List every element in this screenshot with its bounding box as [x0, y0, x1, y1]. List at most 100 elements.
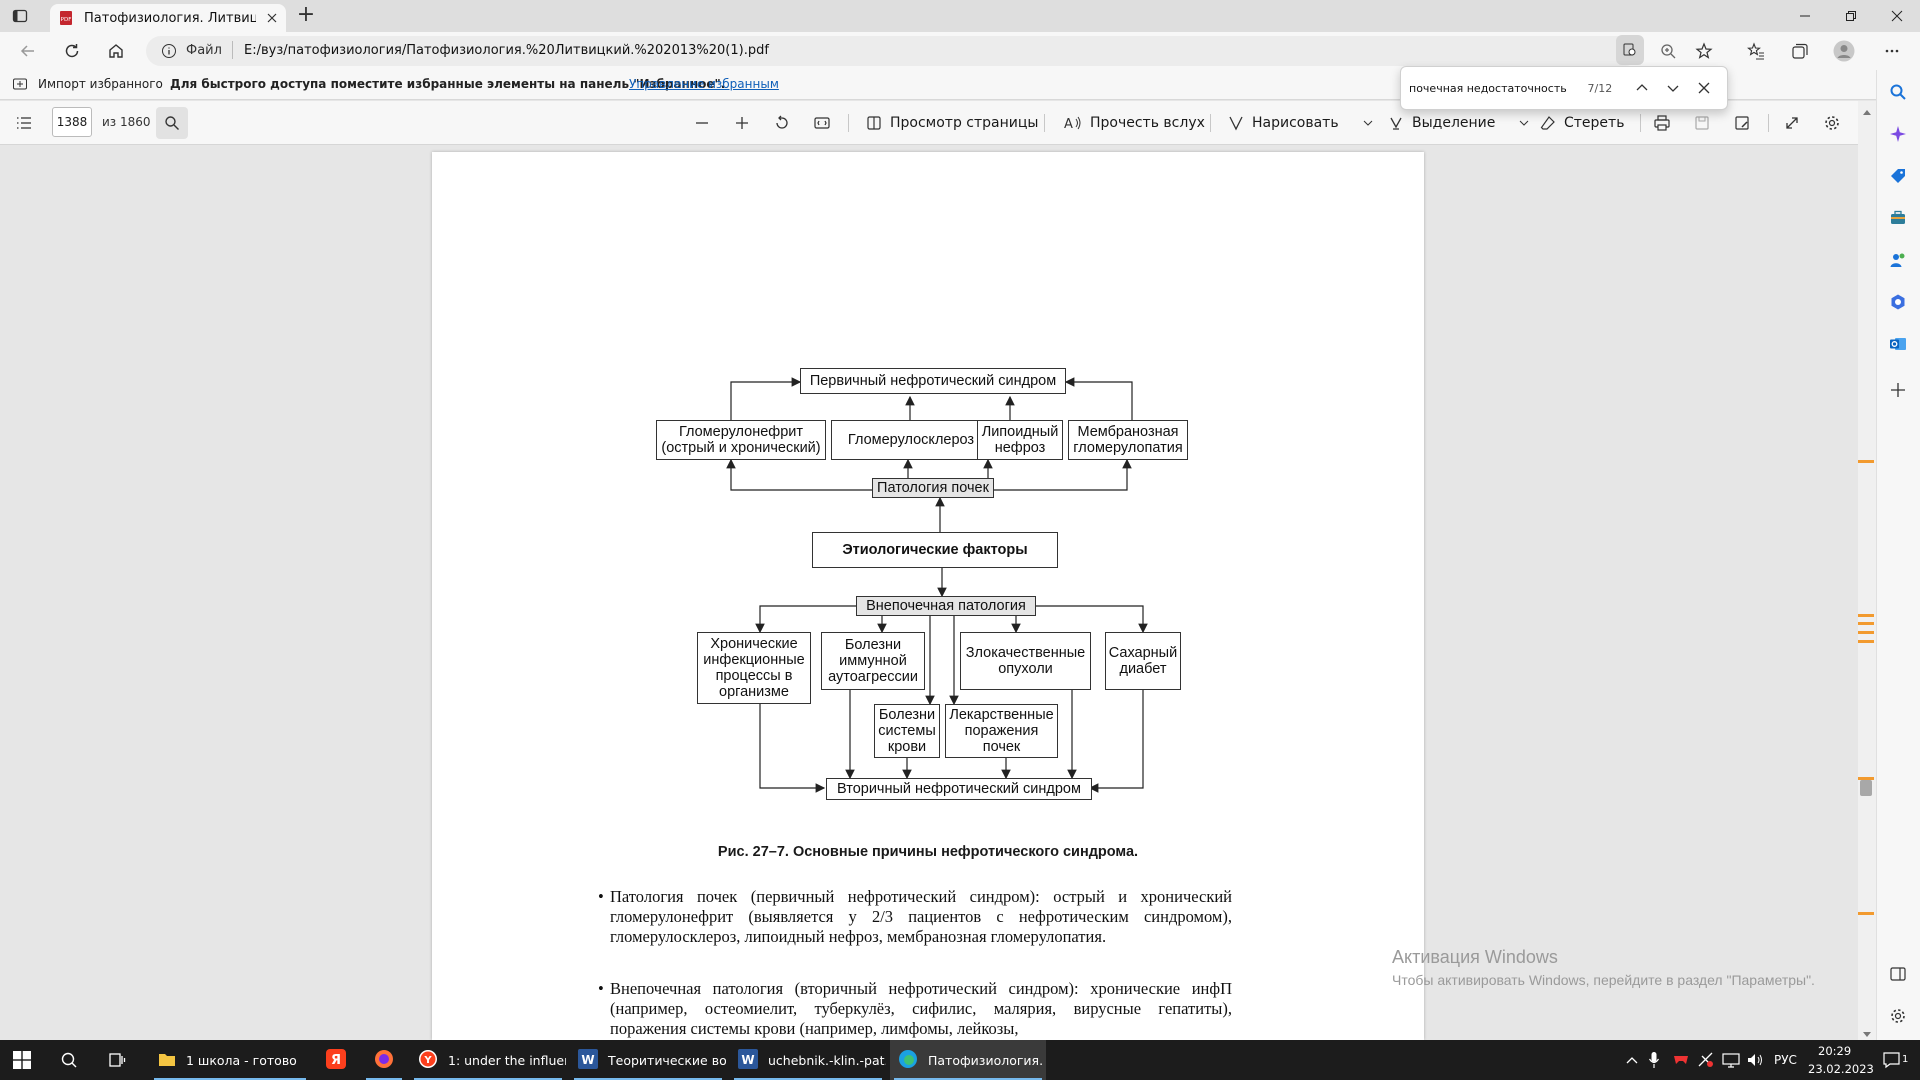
svg-text:Я: Я: [331, 1053, 341, 1068]
manage-favorites-link[interactable]: Управление избранным: [629, 77, 779, 91]
chevron-down-icon[interactable]: [1363, 118, 1373, 128]
windows-start-icon[interactable]: [12, 1050, 32, 1074]
tray-expand-icon[interactable]: [1626, 1054, 1638, 1069]
url-text[interactable]: E:/вуз/патофизиология/Патофизиология.%20…: [244, 43, 769, 58]
add-icon[interactable]: [1884, 376, 1912, 404]
save-icon[interactable]: [1686, 107, 1718, 139]
tools-briefcase-icon[interactable]: [1884, 204, 1912, 232]
language-indicator[interactable]: РУС: [1774, 1053, 1797, 1067]
office-icon[interactable]: [1884, 288, 1912, 316]
print-icon[interactable]: [1646, 107, 1678, 139]
zoom-out-icon[interactable]: [686, 107, 718, 139]
active-indicator: [734, 1078, 882, 1080]
find-match-marker: [1858, 912, 1874, 915]
taskbar-item-firefox[interactable]: [362, 1040, 406, 1080]
activation-watermark-text: Чтобы активировать Windows, перейдите в …: [1392, 972, 1815, 988]
scroll-up-icon[interactable]: [1862, 105, 1872, 115]
taskbar-item-label: Патофизиология. ...: [928, 1052, 1046, 1068]
games-icon[interactable]: [1884, 246, 1912, 274]
tab-actions-icon[interactable]: [12, 8, 28, 24]
find-input[interactable]: почечная недостаточность: [1409, 81, 1567, 95]
scrollbar[interactable]: [1858, 101, 1876, 1040]
save-as-icon[interactable]: [1726, 107, 1758, 139]
game-bar-icon[interactable]: [1672, 1052, 1690, 1070]
address-bar[interactable]: [146, 36, 1640, 66]
rotate-icon[interactable]: [766, 107, 798, 139]
primary-syndrome-box: Первичный нефротический синдром: [800, 368, 1066, 394]
pdf-file-icon: PDF: [58, 10, 74, 26]
volume-icon[interactable]: [1746, 1052, 1764, 1072]
close-icon[interactable]: [1688, 82, 1719, 94]
draw-button[interactable]: Нарисовать: [1228, 101, 1373, 145]
refresh-icon[interactable]: [56, 35, 88, 67]
taskbar-item-word-2[interactable]: W uchebnik.-klin.-pat...: [730, 1040, 886, 1080]
erase-button[interactable]: Стереть: [1540, 101, 1624, 145]
search-icon[interactable]: [1884, 78, 1912, 106]
more-menu-icon[interactable]: [1876, 35, 1908, 67]
close-icon[interactable]: [266, 12, 278, 24]
import-favorites-link[interactable]: Импорт избранного: [38, 77, 163, 91]
read-aloud-button[interactable]: A Прочесть вслух: [1064, 101, 1205, 145]
read-mode-icon[interactable]: [1616, 35, 1644, 65]
window-close-button[interactable]: [1874, 0, 1920, 32]
taskbar-search-icon[interactable]: [60, 1051, 78, 1073]
antivirus-icon[interactable]: [1698, 1052, 1714, 1072]
notification-count: 1: [1902, 1054, 1909, 1065]
taskbar-item-yandex-browser[interactable]: Y 1: under the influen...: [410, 1040, 566, 1080]
blood-diseases-box: Болезни системы крови: [874, 704, 940, 758]
sparkle-icon[interactable]: [1884, 120, 1912, 148]
fullscreen-icon[interactable]: [1776, 107, 1808, 139]
taskbar-item-word-1[interactable]: W Теоритические во...: [570, 1040, 726, 1080]
network-icon[interactable]: [1722, 1052, 1740, 1072]
new-tab-button[interactable]: +: [296, 2, 316, 27]
clock-time[interactable]: 20:29: [1818, 1044, 1852, 1058]
zoom-icon[interactable]: [1652, 35, 1684, 67]
search-icon[interactable]: [156, 107, 188, 139]
page-view-label: Просмотр страницы: [890, 115, 1039, 131]
page-number-input[interactable]: 1388: [52, 107, 92, 137]
toolbar-divider: [1768, 114, 1769, 132]
contents-icon[interactable]: [8, 107, 40, 139]
info-icon[interactable]: [161, 43, 177, 59]
tab-strip: PDF Патофизиология. Литвицкий. 2013 (1).…: [0, 0, 1920, 32]
add-favorite-icon[interactable]: [1688, 35, 1720, 67]
clock-date[interactable]: 23.02.2023: [1808, 1062, 1874, 1076]
scroll-down-icon[interactable]: [1862, 1028, 1872, 1037]
etiological-factors-box: Этиологические факторы: [812, 532, 1058, 568]
sidebar-settings-icon[interactable]: [1884, 1002, 1912, 1030]
home-icon[interactable]: [100, 35, 132, 67]
chevron-down-icon[interactable]: [1657, 82, 1688, 94]
gear-icon[interactable]: [1816, 107, 1848, 139]
page-view-button[interactable]: Просмотр страницы: [866, 101, 1038, 145]
back-icon[interactable]: [12, 35, 44, 67]
collections-icon[interactable]: [1784, 35, 1816, 67]
fit-page-icon[interactable]: [806, 107, 838, 139]
favorites-icon[interactable]: [1740, 35, 1772, 67]
zoom-in-icon[interactable]: [726, 107, 758, 139]
restore-button[interactable]: [1828, 0, 1874, 32]
taskbar-item-edge[interactable]: Патофизиология. ...: [890, 1040, 1046, 1080]
extrarenal-pathology-box: Внепочечная патология: [856, 596, 1036, 616]
avatar[interactable]: [1828, 35, 1860, 67]
task-view-icon[interactable]: [108, 1051, 126, 1073]
microphone-icon[interactable]: [1648, 1051, 1660, 1073]
draw-label: Нарисовать: [1252, 115, 1339, 131]
minimize-button[interactable]: [1782, 0, 1828, 32]
highlight-button[interactable]: Выделение: [1388, 101, 1529, 145]
figure-caption: Рис. 27–7. Основные причины нефротическо…: [717, 844, 1139, 860]
site-info-label[interactable]: Файл: [186, 43, 222, 58]
toolbar-divider: [1044, 114, 1045, 132]
notification-icon[interactable]: [1882, 1050, 1902, 1074]
draw-icon: [1228, 115, 1244, 131]
taskbar-item-yandex[interactable]: Я: [314, 1040, 358, 1080]
chevron-up-icon[interactable]: [1626, 82, 1657, 94]
taskbar-item-explorer[interactable]: 1 школа - готово: [150, 1040, 310, 1080]
outlook-icon[interactable]: [1884, 330, 1912, 358]
split-screen-icon[interactable]: [1884, 960, 1912, 988]
import-icon[interactable]: [12, 76, 28, 92]
tab-pdf[interactable]: PDF Патофизиология. Литвицкий. 2013 (1).…: [50, 4, 286, 32]
page-view-icon: [866, 115, 882, 131]
chevron-down-icon[interactable]: [1519, 118, 1529, 128]
shopping-tag-icon[interactable]: [1884, 162, 1912, 190]
scrollbar-thumb[interactable]: [1860, 780, 1872, 796]
